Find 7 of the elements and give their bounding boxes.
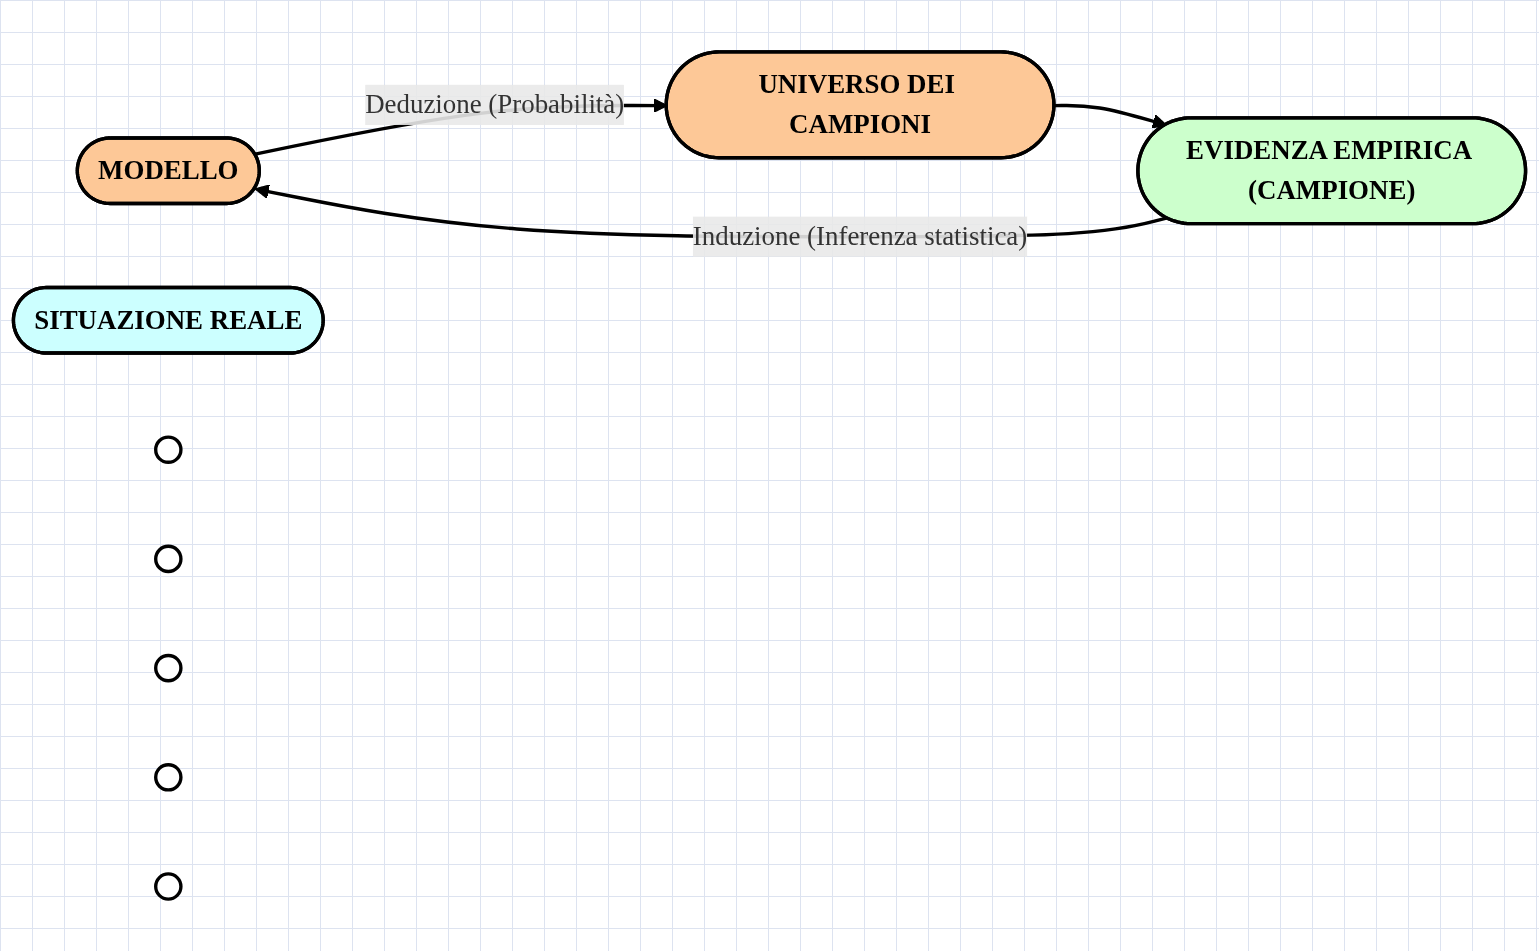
node-ellipse	[154, 872, 183, 901]
node-ellipse	[154, 763, 183, 792]
edge-label: Deduzione (Probabilità)	[365, 89, 625, 119]
node-ellipse	[154, 544, 183, 574]
edge-label: Induzione (Inferenza statistica)	[692, 221, 1028, 251]
node-ellipse	[154, 653, 183, 683]
node-ellipse	[154, 435, 183, 464]
